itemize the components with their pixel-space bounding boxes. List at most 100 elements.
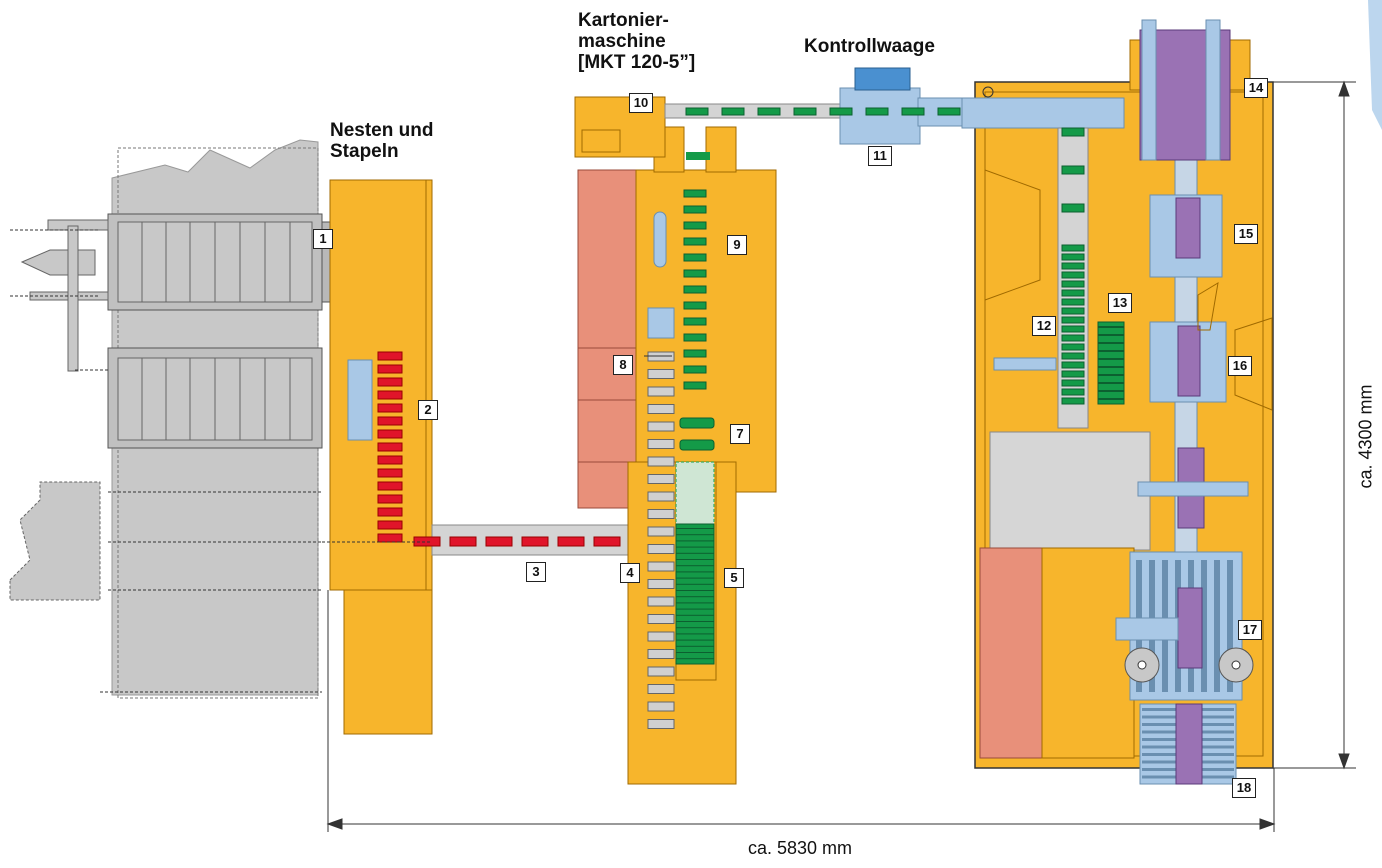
lane-product <box>1061 316 1085 324</box>
chain-link <box>647 631 675 642</box>
lane-product <box>1061 203 1085 213</box>
lower-slat <box>1227 560 1233 692</box>
cartoning-feed-inner <box>581 129 621 153</box>
chain-link <box>647 509 675 519</box>
cartoning-top-neck-2 <box>705 126 737 173</box>
rack-slat <box>1098 350 1124 352</box>
carton-line <box>676 546 714 548</box>
carton-line <box>676 658 714 660</box>
lower-slat <box>1214 560 1220 692</box>
case-packer-rack-slats <box>1098 326 1124 400</box>
lane-product <box>1061 325 1085 333</box>
nesting-product <box>377 520 403 530</box>
callout-9: 9 <box>727 235 747 255</box>
case-packer-cross-rail <box>1137 481 1249 497</box>
upstream-slats-top <box>117 221 313 303</box>
lane-product <box>1061 262 1085 270</box>
nesting-product <box>377 468 403 478</box>
carton-line <box>676 627 714 629</box>
callout-2: 2 <box>418 400 438 420</box>
conveyor-product <box>485 536 513 547</box>
checkweigher-body <box>839 87 921 145</box>
lane-product <box>1061 244 1085 252</box>
carton-line <box>676 602 714 604</box>
nesting-product <box>377 390 403 400</box>
conveyor-product <box>557 536 585 547</box>
cartoning-machine <box>574 96 777 785</box>
case-packer-purple-16 <box>1177 325 1201 397</box>
lane-product <box>1061 280 1085 288</box>
chain-link <box>647 474 675 484</box>
checkweigher-product <box>937 107 961 116</box>
nesting-product <box>377 455 403 465</box>
nesting-product <box>377 481 403 491</box>
cartoning-window <box>647 307 675 339</box>
carton-line <box>676 540 714 542</box>
rack-slat <box>1098 334 1124 336</box>
callout-14: 14 <box>1244 78 1268 98</box>
chain-link <box>647 544 675 554</box>
lane-product <box>1061 298 1085 306</box>
callout-1: 1 <box>313 229 333 249</box>
rack-slat <box>1098 326 1124 328</box>
cartoning-product <box>683 189 707 198</box>
rack-slat <box>1098 382 1124 384</box>
lane-product <box>1061 361 1085 369</box>
callout-7: 7 <box>730 424 750 444</box>
cartoning-product <box>683 349 707 358</box>
heading-kartoniermaschine: Kartonier- maschine [MKT 120-5”] <box>578 10 695 73</box>
dimension-lines <box>326 80 1356 832</box>
carton-line <box>676 590 714 591</box>
lane-product <box>1061 253 1085 261</box>
cartoning-clip-2 <box>679 439 715 451</box>
nesting-stacking-unit <box>329 179 433 735</box>
chain-link <box>647 561 675 572</box>
carton-stack-green <box>675 523 715 665</box>
heading-nesten-line2: Stapeln <box>330 141 399 162</box>
callout-11: 11 <box>868 146 892 166</box>
callout-10: 10 <box>629 93 653 113</box>
rack-slat <box>1098 342 1124 344</box>
upstream-dashed-guides <box>10 229 322 693</box>
callout-8: 8 <box>613 355 633 375</box>
cartoning-product <box>683 317 707 326</box>
chain-link <box>647 579 675 589</box>
callout-13: 13 <box>1108 293 1132 313</box>
cartoning-product <box>683 333 707 342</box>
case-packer-lane-products <box>1061 127 1085 405</box>
case-packer-purple-17 <box>1177 587 1203 669</box>
upstream-side-pins-top <box>20 219 109 372</box>
chain-link <box>647 439 675 449</box>
case-packer <box>961 19 1274 785</box>
carton-line <box>676 652 714 653</box>
case-packer-arm-12 <box>993 357 1057 371</box>
carton-line <box>676 614 714 616</box>
case-packer-grey-panel <box>989 431 1151 551</box>
nesting-product <box>377 351 403 361</box>
nesting-product <box>377 533 403 543</box>
carton-line <box>676 534 714 536</box>
lane-product <box>1061 397 1085 405</box>
callout-16: 16 <box>1228 356 1252 376</box>
chain-link <box>647 719 675 729</box>
callout-4: 4 <box>620 563 640 583</box>
chain-link <box>647 701 675 712</box>
lower-slat <box>1201 560 1207 692</box>
lane-product <box>1061 271 1085 279</box>
carton-stack-hatched <box>675 461 715 525</box>
chain-link <box>647 491 675 502</box>
carton-line <box>676 577 714 579</box>
cartoning-salmon-panel <box>577 169 639 509</box>
carton-line <box>676 559 714 560</box>
case-packer-top-rail-l <box>1141 19 1157 161</box>
chain-link <box>647 386 675 397</box>
callout-5: 5 <box>724 568 744 588</box>
lane-product <box>1061 343 1085 351</box>
conveyor-product <box>521 536 549 547</box>
lane-product <box>1061 307 1085 315</box>
rack-slat <box>1098 390 1124 392</box>
chain-link <box>647 421 675 432</box>
cartoning-product <box>683 205 707 214</box>
